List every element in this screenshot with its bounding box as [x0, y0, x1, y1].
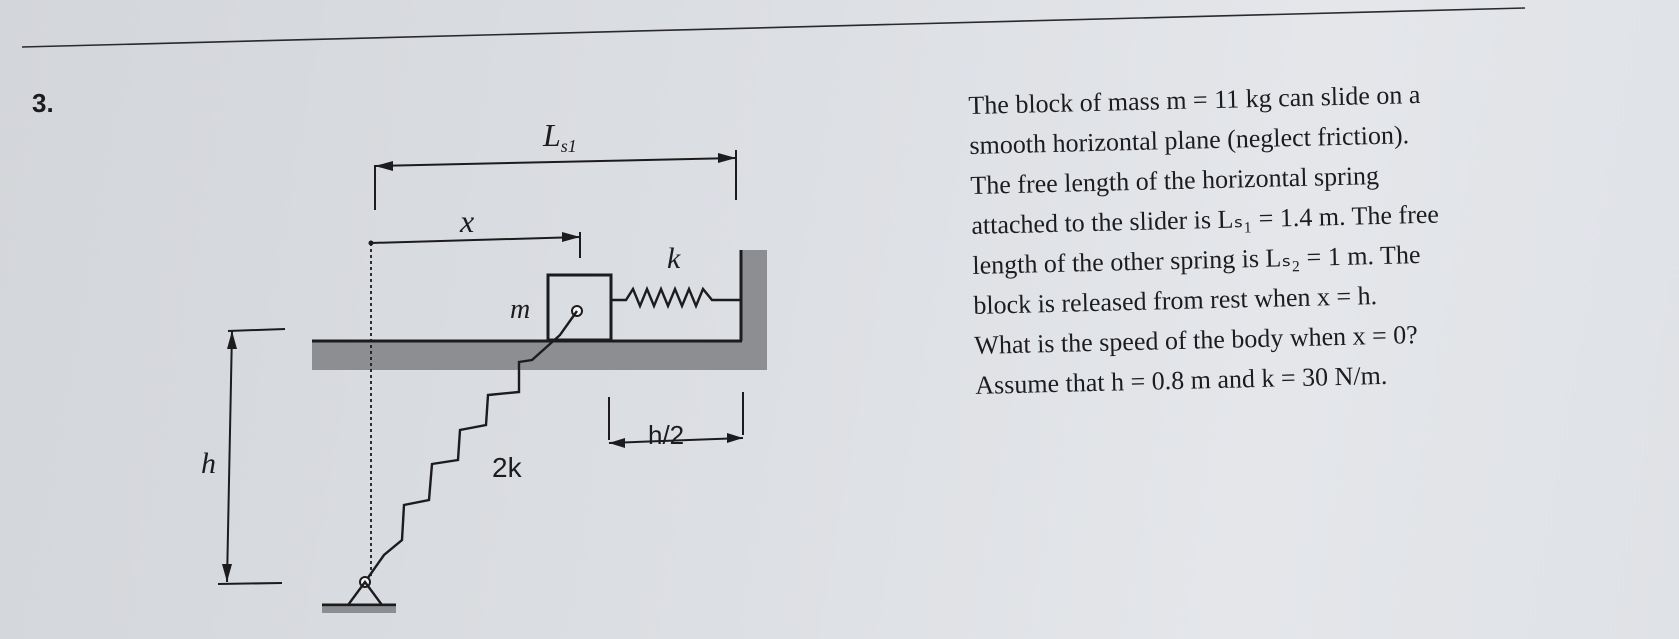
half-h-arrow-right	[727, 433, 743, 443]
label-Ls1-sub: s1	[561, 136, 577, 156]
problem-number: 3.	[32, 88, 54, 118]
block-m	[546, 273, 613, 342]
Ls1-arrow-left	[375, 161, 393, 171]
label-h-half: h/2	[648, 420, 684, 450]
label-2k: 2k	[492, 452, 523, 483]
half-h-arrow-left	[609, 438, 625, 448]
ground-floor-hatch	[312, 340, 767, 370]
label-x: x	[459, 203, 474, 239]
h-tick-bottom	[217, 582, 283, 585]
label-m: m	[510, 294, 530, 325]
x-dimension-line	[370, 236, 581, 244]
label-Ls1-main: L	[542, 117, 561, 153]
top-rule-line	[21, 7, 1526, 48]
wall-hatch	[742, 250, 767, 360]
label-Ls1: Ls1	[542, 117, 577, 156]
label-h: h	[201, 447, 216, 480]
half-h-dimension-line	[608, 437, 744, 444]
problem-statement: The block of mass m = 11 kg can slide on…	[968, 71, 1576, 406]
h-dimension-line	[226, 330, 233, 583]
h-arrow-bottom	[222, 564, 232, 582]
x-origin-dot	[368, 240, 374, 246]
h-tick-top	[227, 328, 286, 332]
spring-k	[611, 285, 741, 310]
spring-2k	[364, 310, 578, 583]
h-arrow-top	[227, 331, 237, 349]
Ls1-dimension-line	[374, 157, 737, 167]
x-arrow-right	[562, 232, 580, 242]
label-k: k	[667, 242, 681, 275]
Ls1-arrow-right	[718, 153, 736, 163]
